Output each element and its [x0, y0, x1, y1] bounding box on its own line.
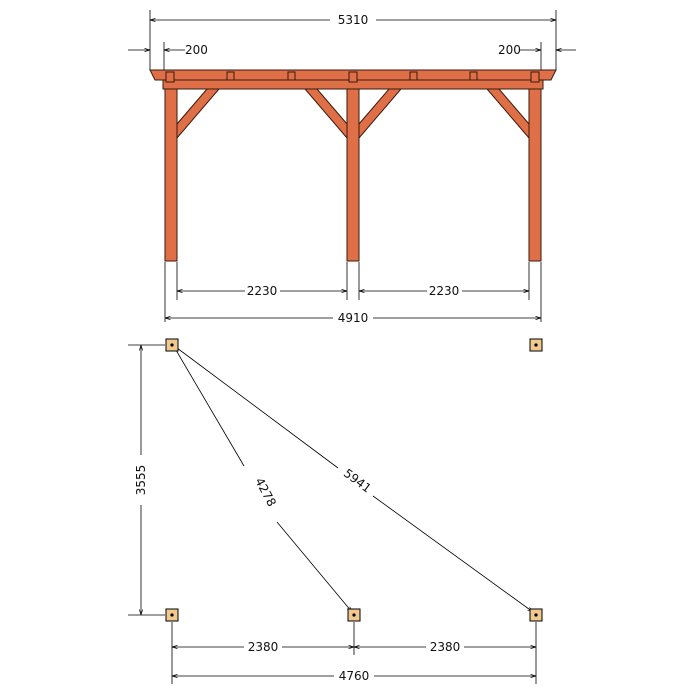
post-left	[164, 88, 178, 262]
post-middle	[346, 88, 360, 262]
dim-diagonal-long-label: 5941	[341, 466, 374, 496]
dim-bays: 2230 2230	[164, 262, 542, 322]
dim-bay-right-label: 2230	[429, 284, 460, 298]
dim-plan-total: 4760	[172, 669, 536, 683]
purlin-end	[287, 71, 296, 81]
dim-overall-width-label: 5310	[338, 13, 369, 27]
purlin-end	[469, 71, 478, 81]
dim-overall-width: 5310	[149, 10, 557, 70]
footing-back-right	[529, 338, 543, 352]
post-right	[528, 88, 542, 262]
footing-back-left	[165, 338, 179, 352]
dim-bay-left-label: 2230	[247, 284, 278, 298]
dim-overhang-right-label: 200	[498, 43, 521, 57]
purlin-end	[226, 71, 235, 81]
dim-depth-label: 3555	[134, 465, 148, 496]
front-elevation: 5310 200 200	[128, 10, 576, 325]
brace-left-post-right	[176, 88, 221, 140]
dim-overhang-right: 200	[498, 42, 576, 70]
dim-diagonal-short-label: 4278	[252, 475, 279, 509]
brace-middle-post-right	[358, 88, 403, 140]
footing-front-middle	[347, 608, 361, 622]
footing-front-right	[529, 608, 543, 622]
post-footings	[165, 338, 543, 622]
dim-plan-bay-left-label: 2380	[248, 640, 279, 654]
dim-depth: 3555	[128, 344, 165, 616]
purlin-end	[165, 71, 175, 83]
roof-beam	[149, 69, 557, 90]
knee-braces	[176, 88, 530, 140]
plan-view: 3555 4278 5941	[128, 338, 543, 684]
dim-post-span: 4910	[165, 311, 541, 325]
footing-front-left	[165, 608, 179, 622]
brace-right-post-left	[485, 88, 530, 140]
dim-plan-bays: 2380 2380	[171, 622, 537, 684]
purlin-end	[409, 71, 418, 81]
dim-plan-total-label: 4760	[339, 669, 370, 683]
dim-overhang-left: 200	[128, 42, 208, 70]
dim-overhang-left-label: 200	[185, 43, 208, 57]
dim-post-span-label: 4910	[338, 311, 369, 325]
purlin-end	[348, 71, 358, 83]
purlin-end	[530, 71, 540, 83]
brace-middle-post-left	[303, 88, 348, 140]
diagonal-long: 5941	[173, 345, 533, 612]
posts	[164, 88, 542, 262]
diagonal-short: 4278	[173, 345, 352, 612]
dim-plan-bay-right-label: 2380	[430, 640, 461, 654]
